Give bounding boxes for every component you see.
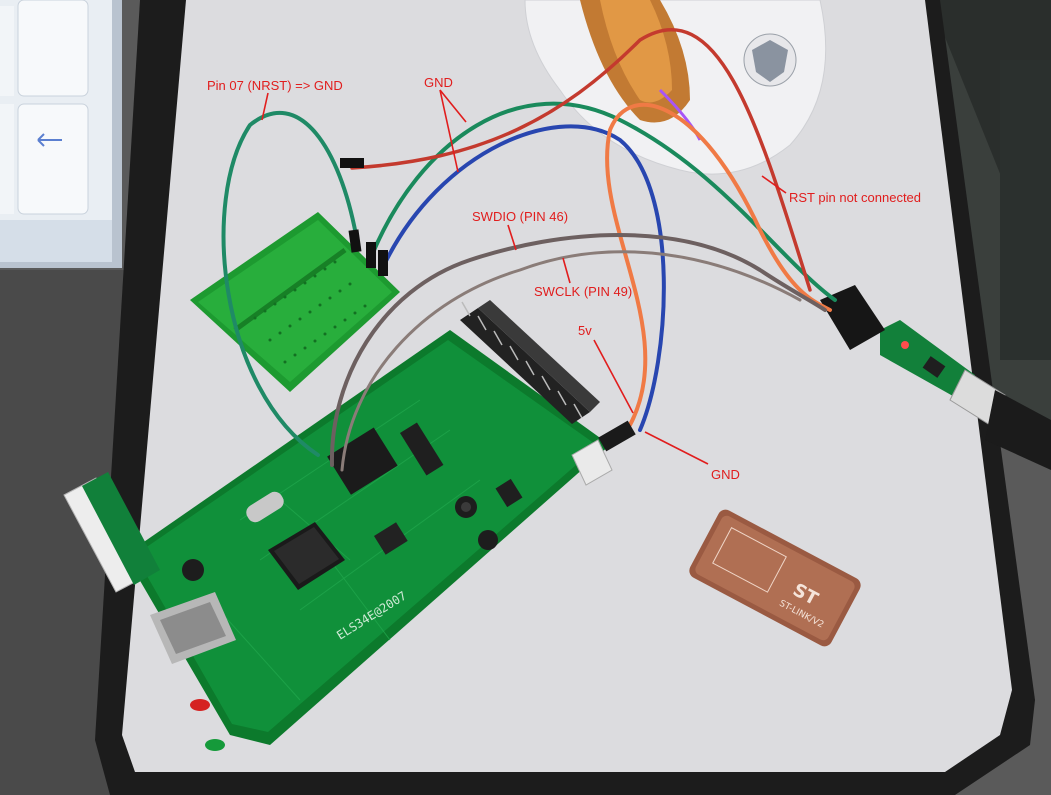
annotation-arrows	[261, 89, 787, 465]
wire-green-gnd	[370, 101, 837, 302]
arrow-rst	[761, 175, 787, 194]
dev-board-pcb: ELS34E@2007	[63, 300, 613, 751]
led-red	[190, 699, 210, 711]
swd-header	[327, 427, 398, 495]
wire-brown-swdio	[329, 233, 827, 467]
wires	[221, 27, 837, 472]
arrow-gnd-top-2	[439, 89, 459, 173]
arrow-swclk	[562, 257, 571, 284]
side-connector	[63, 472, 160, 593]
wire-orange-5v	[605, 102, 832, 427]
led-green	[205, 739, 225, 751]
wire-red-rst	[350, 27, 812, 292]
pin-header	[460, 300, 600, 424]
stlink-case: ST ST-LINK/V2	[689, 509, 861, 647]
annotation-5v: 5v	[578, 323, 592, 338]
annotation-gnd-bottom: GND	[711, 467, 740, 482]
arrow-5v	[593, 339, 634, 414]
capacitor	[478, 530, 498, 550]
arrow-nrst	[261, 92, 269, 121]
annotation-gnd-top: GND	[424, 75, 453, 90]
annotation-nrst: Pin 07 (NRST) => GND	[207, 78, 343, 93]
arrow-gnd-top-1	[439, 89, 467, 123]
keyboard	[0, 0, 122, 268]
annotation-swclk: SWCLK (PIN 49)	[534, 284, 633, 299]
arrow-gnd-bottom	[644, 431, 709, 465]
arrow-swdio	[507, 224, 517, 251]
annotation-swdio: SWDIO (PIN 46)	[472, 209, 569, 224]
wire-brown-swclk	[340, 250, 802, 472]
usb-port	[150, 592, 236, 664]
wire-blue-gnd	[382, 124, 666, 432]
annotation-rst: RST pin not connected	[789, 190, 922, 205]
mcu-chip	[268, 522, 345, 590]
crystal	[246, 491, 284, 523]
wire-green-nrst	[221, 111, 358, 457]
